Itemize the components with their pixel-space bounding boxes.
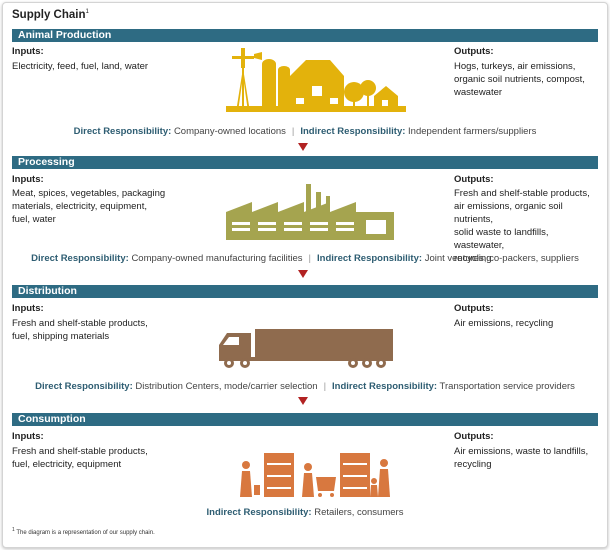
inputs-text: Fresh and shelf-stable products,fuel, el…	[12, 446, 148, 470]
outputs-label: Outputs:	[454, 174, 494, 185]
stage-header: Processing	[12, 156, 598, 169]
truck-icon	[219, 329, 393, 368]
stage-header: Animal Production	[12, 29, 598, 42]
responsibility-line: Direct Responsibility: Distribution Cent…	[35, 381, 575, 392]
responsibility-line: Direct Responsibility: Company-owned loc…	[73, 126, 537, 137]
footnote: 1 The diagram is a representation of our…	[12, 527, 155, 536]
outputs-text: Fresh and shelf-stable products,air emis…	[454, 188, 590, 264]
inputs-label: Inputs:	[12, 431, 44, 442]
outputs-text: Air emissions, waste to landfills,recycl…	[454, 446, 589, 470]
stage-header: Distribution	[12, 285, 598, 298]
outputs-label: Outputs:	[454, 431, 494, 442]
inputs-text: Electricity, feed, fuel, land, water	[12, 61, 149, 72]
stage-processing: Processing Inputs: Meat, spices, vegetab…	[12, 156, 598, 280]
stage-consumption: Consumption Inputs: Fresh and shelf-stab…	[12, 413, 598, 523]
grocery-store-icon	[240, 453, 390, 497]
outputs-label: Outputs:	[454, 46, 494, 57]
inputs-label: Inputs:	[12, 46, 44, 57]
flow-arrow-down	[298, 143, 308, 151]
factory-icon	[226, 184, 394, 240]
outputs-text: Hogs, turkeys, air emissions,organic soi…	[454, 61, 585, 98]
inputs-label: Inputs:	[12, 303, 44, 314]
stage-animal-production: Animal Production Inputs: Electricity, f…	[12, 29, 598, 149]
flow-arrow-down	[298, 397, 308, 405]
responsibility-line: Indirect Responsibility: Retailers, cons…	[206, 507, 404, 518]
stage-distribution: Distribution Inputs: Fresh and shelf-sta…	[12, 285, 598, 403]
responsibility-line: Direct Responsibility: Company-owned man…	[31, 253, 579, 264]
inputs-text: Fresh and shelf-stable products,fuel, sh…	[12, 318, 148, 342]
outputs-text: Air emissions, recycling	[454, 318, 554, 329]
page-title: Supply Chain1	[12, 9, 89, 21]
outputs-label: Outputs:	[454, 303, 494, 314]
flow-arrow-down	[298, 270, 308, 278]
stage-header: Consumption	[12, 413, 598, 426]
farm-icon	[226, 48, 406, 112]
inputs-label: Inputs:	[12, 174, 44, 185]
